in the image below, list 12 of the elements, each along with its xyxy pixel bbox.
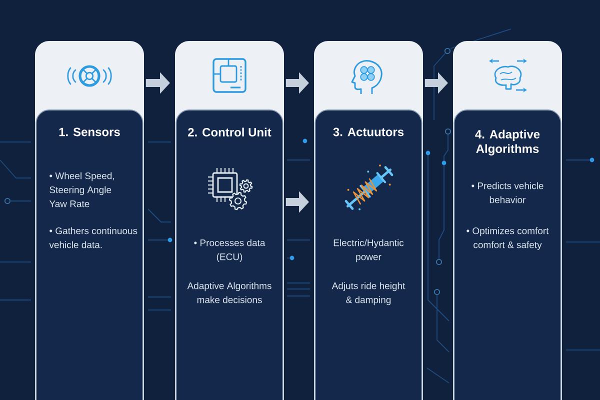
card-heading: 1. Sensors [59,128,120,136]
card-text: • Wheel Speed, Steering Angle Yaw Rate [49,172,114,208]
card-text: Electric/Hydantic power [334,239,404,262]
card-text: Adjuts ride height & damping [332,282,406,306]
card-heading: 3. Actuutors [333,128,404,136]
card-heading: 4. Adaptive Algorithms [475,130,540,156]
card-text: • Processes data (ECU) [194,239,266,262]
card-text: • Predicts vehicle behavior [472,182,544,204]
card-heading: 2. Control Unit [188,128,272,136]
card-text: • Gathers continuous vehicle data. [49,227,138,248]
card-text: • Optimizes comfort comfort & safety [466,227,549,250]
card-text: Adaptive Algorithms make decisions [187,282,272,304]
